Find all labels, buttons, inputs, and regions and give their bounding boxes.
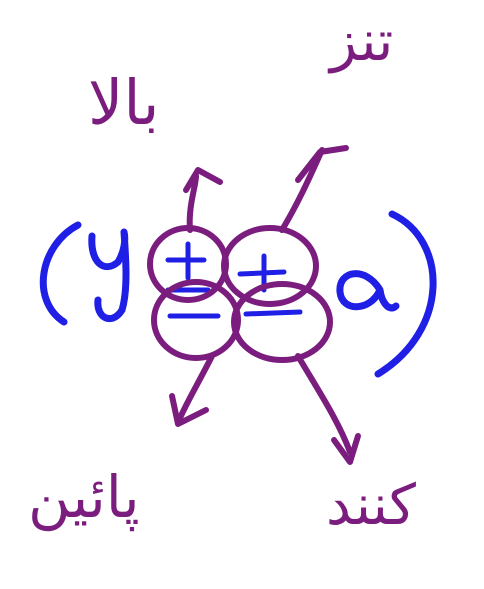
arrow-up-right <box>279 147 325 233</box>
circle-upper-right <box>221 225 319 307</box>
label-top-left: بالا <box>88 66 160 139</box>
letter-a <box>336 270 400 312</box>
arrow-down-left-head <box>169 393 209 427</box>
label-bottom-left: پائین <box>28 463 140 531</box>
plus-sign-left <box>165 241 207 281</box>
label-top-right: تنز <box>330 9 394 74</box>
circle-lower-right <box>231 281 333 363</box>
left-parenthesis <box>39 221 82 326</box>
circle-lower-left <box>151 279 241 361</box>
letter-y <box>88 228 130 323</box>
arrow-up-left-head <box>183 167 223 193</box>
label-bottom-right: کنند <box>326 473 416 538</box>
arrow-down-right <box>295 353 353 455</box>
arrow-up-right-head <box>295 145 349 183</box>
minus-sign-right-lower <box>243 309 303 317</box>
right-parenthesis <box>374 210 437 378</box>
arrow-down-left <box>177 353 215 421</box>
arrow-down-right-head <box>331 433 361 465</box>
sign-circles <box>147 225 333 363</box>
arrows <box>169 145 361 465</box>
